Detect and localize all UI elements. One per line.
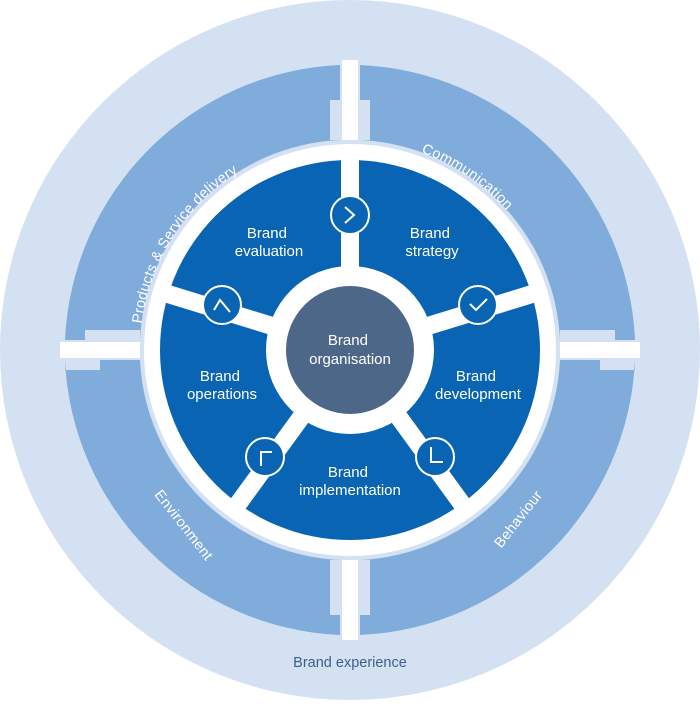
segment-communication: [360, 65, 635, 340]
ring-gap-bottom: [342, 560, 358, 640]
label-brand-experience: Brand experience: [293, 655, 407, 671]
hub-circle: [286, 286, 414, 414]
clock-7-icon: [245, 437, 285, 477]
ring-gap-right: [560, 342, 640, 358]
clock-2-icon: [458, 285, 498, 325]
label-brand-strategy: Brand strategy: [405, 225, 459, 260]
clock-12-icon: [330, 195, 370, 235]
label-brand-operations: Brand operations: [187, 368, 257, 403]
segment-environment: [65, 360, 340, 635]
label-brand-development: Brand development: [435, 368, 522, 403]
middle-ring: [60, 60, 640, 640]
segment-behaviour: [360, 360, 635, 635]
ring-gap-top: [342, 60, 358, 140]
clock-10-icon: [202, 285, 242, 325]
ring-gap-left: [60, 342, 140, 358]
hub-label: Brand organisation: [309, 332, 391, 368]
segment-products: [65, 65, 340, 340]
label-brand-evaluation: Brand evaluation: [235, 225, 303, 260]
label-brand-implementation: Brand implementation: [299, 464, 401, 499]
clock-5-icon: [415, 437, 455, 477]
